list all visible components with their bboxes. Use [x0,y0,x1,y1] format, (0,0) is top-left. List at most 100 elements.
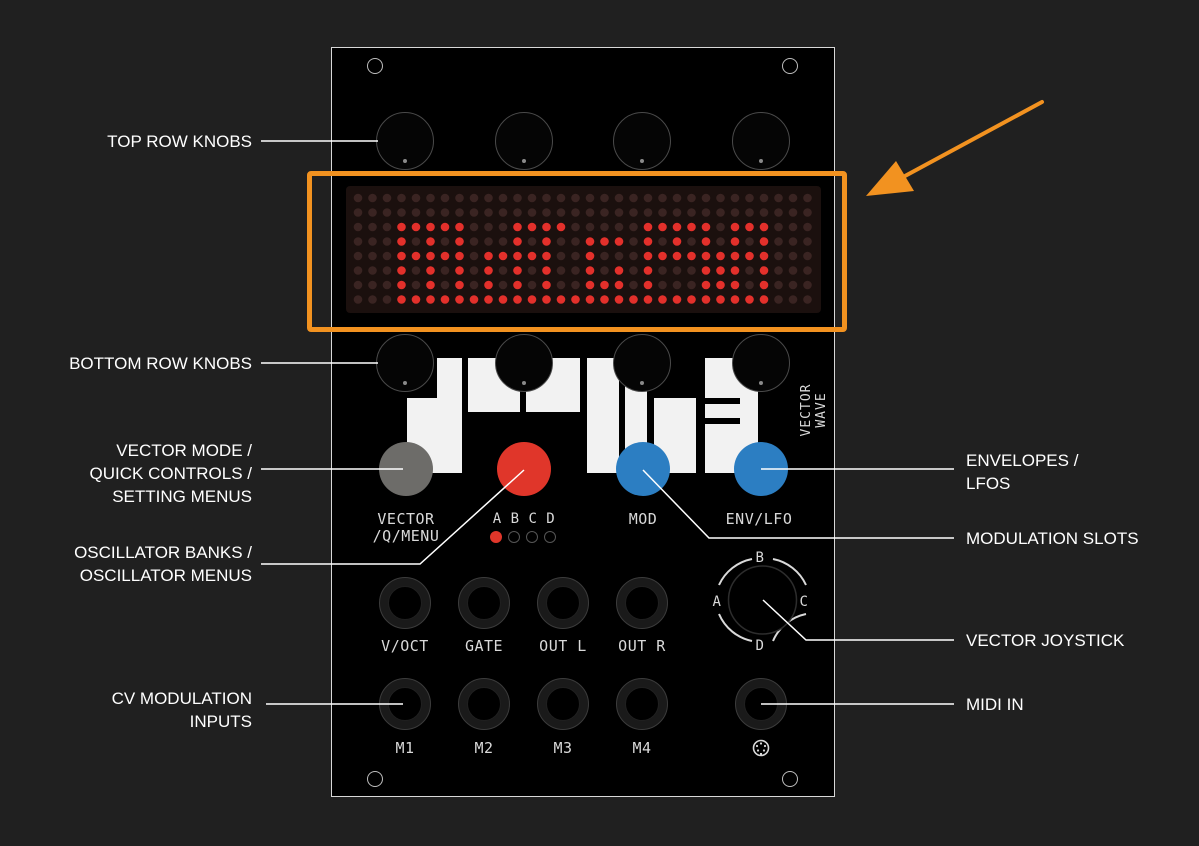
logo-gap [705,398,740,404]
bottom-knob-4[interactable] [732,334,790,392]
led-off [498,208,508,217]
logo-block [587,358,619,473]
led-off [353,266,363,275]
led-on [629,295,638,304]
led-on [687,295,696,304]
led-off [382,237,392,246]
led-on [643,237,653,246]
led-on [745,251,754,261]
top-knob-1[interactable] [376,112,434,170]
bottom-knob-3[interactable] [613,334,671,392]
led-on [556,222,566,232]
led-off [730,193,740,203]
led-on [513,280,522,290]
led-off [469,208,479,217]
led-off [672,280,682,290]
led-off [614,208,624,217]
led-off [643,208,653,217]
led-off [353,237,363,246]
led-on [643,266,653,275]
led-on [672,237,682,246]
gate-jack[interactable] [458,577,510,629]
bank-d-indicator [544,531,556,543]
led-off [571,251,580,261]
led-on [658,295,667,304]
v-oct-jack[interactable] [379,577,431,629]
led-on [730,237,740,246]
led-on [585,295,595,304]
out-r-label: OUT R [618,637,666,655]
top-knob-3[interactable] [613,112,671,170]
led-on [397,237,406,246]
led-on [426,295,435,304]
led-matrix [353,193,812,304]
led-on [585,251,595,261]
led-off [687,208,696,217]
midi-din-icon [752,739,770,757]
led-on [600,237,609,246]
led-off [788,208,798,217]
bottom-knob-2[interactable] [495,334,553,392]
led-off [527,266,537,275]
out-r-jack[interactable] [616,577,668,629]
mod-button[interactable] [616,442,670,496]
led-off [687,266,696,275]
led-off [672,193,682,203]
led-off [411,266,421,275]
vector-joystick[interactable] [705,548,820,658]
led-on [484,251,493,261]
led-off [774,222,783,232]
m1-label: M1 [395,739,415,757]
led-on [397,280,406,290]
callout-vector-joystick: VECTOR JOYSTICK [966,631,1125,650]
led-off [411,208,421,217]
led-off [527,280,537,290]
led-off [542,193,551,203]
led-off [368,266,377,275]
led-off [803,193,812,203]
led-on [426,237,435,246]
led-on [643,295,653,304]
led-on [440,222,450,232]
m3-jack[interactable] [537,678,589,730]
led-off [745,237,754,246]
led-on [484,295,493,304]
led-on [585,266,595,275]
knob-indicator [640,159,644,163]
led-off [759,208,769,217]
led-off [382,295,392,304]
led-off [585,193,595,203]
top-knob-2[interactable] [495,112,553,170]
led-off [745,208,754,217]
led-off [658,208,667,217]
led-off [382,251,392,261]
mounting-hole-top-left [367,58,383,74]
led-off [571,237,580,246]
led-on [513,222,522,232]
led-off [788,266,798,275]
m4-jack[interactable] [616,678,668,730]
led-off [774,280,783,290]
led-off [687,237,696,246]
led-off [716,208,725,217]
led-off [658,193,667,203]
top-knob-4[interactable] [732,112,790,170]
callout-cv-modulation: CV MODULATION INPUTS [111,689,252,731]
led-off [730,208,740,217]
led-off [687,193,696,203]
led-on [484,266,493,275]
led-on [513,266,522,275]
led-off [455,193,464,203]
led-off [498,222,508,232]
m3-label: M3 [553,739,573,757]
led-on [426,222,435,232]
led-on [411,222,421,232]
m2-jack[interactable] [458,678,510,730]
led-off [353,193,363,203]
led-off [498,237,508,246]
logo-block [437,358,462,403]
jack-socket [467,586,501,620]
led-on [658,251,667,261]
out-l-jack[interactable] [537,577,589,629]
bottom-knob-1[interactable] [376,334,434,392]
